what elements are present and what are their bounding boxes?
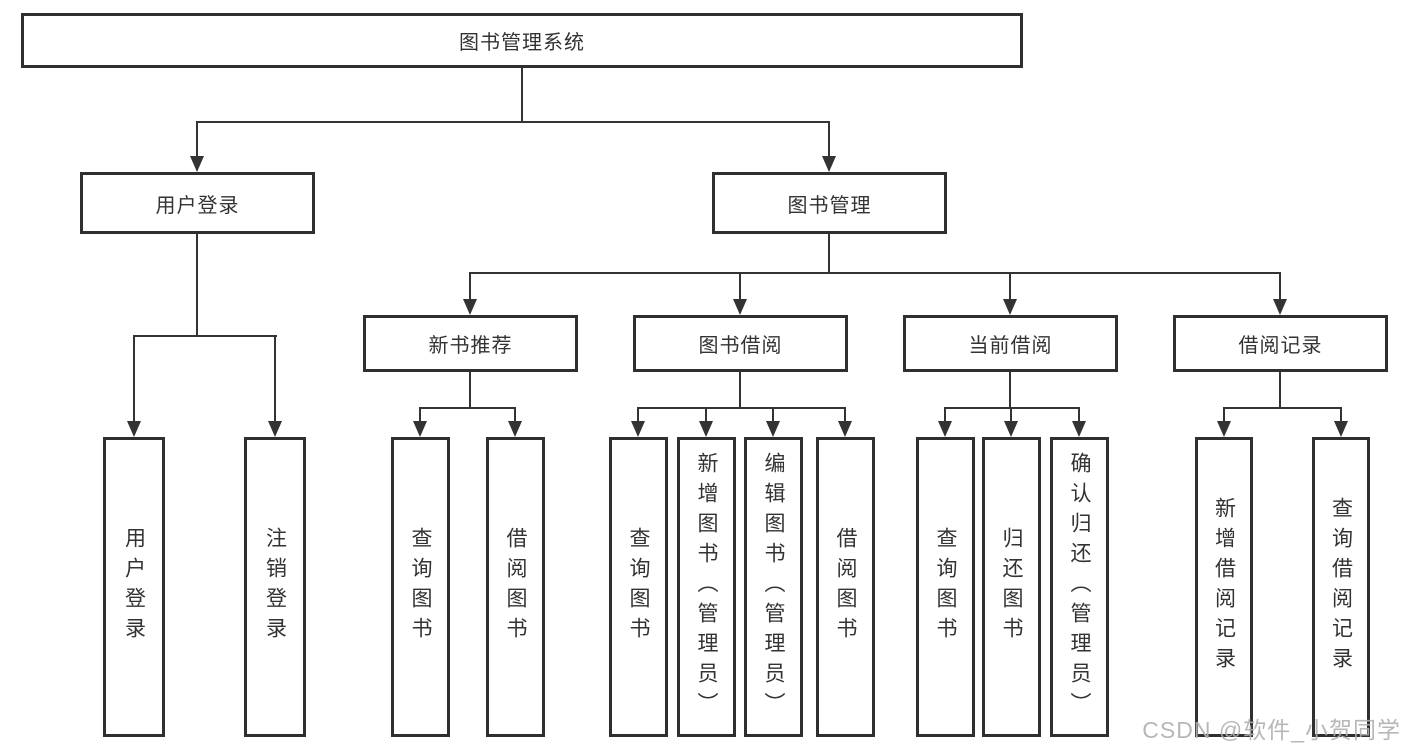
arrow-down-icon [463, 299, 477, 315]
connector-line [1010, 407, 1012, 423]
connector-line [944, 407, 1080, 409]
node-label: 用户登录 [122, 527, 146, 647]
arrow-down-icon [127, 421, 141, 437]
node-new-book-recommend: 新书推荐 [363, 315, 578, 372]
node-label: 借阅图书 [504, 527, 527, 647]
connector-line [196, 121, 198, 158]
node-label: 确认归还（管理员） [1068, 452, 1091, 722]
node-leaf-edit-book-admin: 编辑图书（管理员） [744, 437, 803, 737]
node-book-management: 图书管理 [712, 172, 947, 234]
node-label: 借阅记录 [1238, 335, 1323, 357]
node-label: 当前借阅 [968, 335, 1053, 357]
node-label: 借阅图书 [834, 527, 857, 647]
node-book-borrowing: 图书借阅 [633, 315, 848, 372]
connector-line [1279, 372, 1281, 409]
node-label: 查询图书 [627, 527, 650, 647]
node-leaf-borrow-book-1: 借阅图书 [486, 437, 545, 737]
node-user-login-branch: 用户登录 [80, 172, 315, 234]
connector-line [469, 272, 1281, 274]
connector-line [1009, 272, 1011, 303]
connector-line [844, 407, 846, 423]
node-current-borrowing: 当前借阅 [903, 315, 1118, 372]
connector-line [469, 372, 471, 409]
arrow-down-icon [1072, 421, 1086, 437]
arrow-down-icon [733, 299, 747, 315]
connector-line [133, 335, 135, 423]
node-label: 图书管理系统 [459, 32, 585, 54]
node-leaf-user-login: 用户登录 [103, 437, 165, 737]
node-label: 图书借阅 [698, 335, 783, 357]
connector-line [1279, 272, 1281, 303]
connector-line [1340, 407, 1342, 423]
connector-line [637, 407, 846, 409]
node-label: 图书管理 [787, 194, 872, 217]
connector-line [514, 407, 516, 423]
node-label: 用户登录 [155, 194, 240, 217]
connector-line [419, 407, 421, 423]
arrow-down-icon [699, 421, 713, 437]
arrow-down-icon [822, 156, 836, 172]
node-leaf-query-book-1: 查询图书 [391, 437, 450, 737]
node-leaf-query-book-2: 查询图书 [609, 437, 668, 737]
connector-line [739, 372, 741, 409]
connector-line [1078, 407, 1080, 423]
node-leaf-logout: 注销登录 [244, 437, 306, 737]
connector-line [419, 407, 516, 409]
node-label: 查询图书 [934, 527, 957, 647]
connector-line [469, 272, 471, 303]
connector-line [274, 335, 276, 423]
arrow-down-icon [766, 421, 780, 437]
arrow-down-icon [1004, 421, 1018, 437]
node-leaf-borrow-book-2: 借阅图书 [816, 437, 875, 737]
node-label: 新增图书（管理员） [695, 452, 718, 722]
connector-line [944, 407, 946, 423]
node-label: 查询图书 [409, 527, 432, 647]
connector-line [1223, 407, 1342, 409]
node-leaf-return-book: 归还图书 [982, 437, 1041, 737]
connector-line [196, 234, 198, 337]
connector-line [637, 407, 639, 423]
connector-line [1223, 407, 1225, 423]
node-label: 新书推荐 [428, 335, 513, 357]
node-label: 编辑图书（管理员） [762, 452, 785, 722]
node-label: 查询借阅记录 [1329, 497, 1353, 677]
arrow-down-icon [631, 421, 645, 437]
arrow-down-icon [1003, 299, 1017, 315]
watermark-text: CSDN @软件_小贺同学 [1142, 717, 1401, 743]
connector-line [705, 407, 707, 423]
node-leaf-query-book-3: 查询图书 [916, 437, 975, 737]
arrow-down-icon [1273, 299, 1287, 315]
connector-line [828, 121, 830, 158]
arrow-down-icon [190, 156, 204, 172]
node-label: 归还图书 [1000, 527, 1023, 647]
connector-line [196, 121, 830, 123]
arrow-down-icon [838, 421, 852, 437]
connector-line [133, 335, 277, 337]
arrow-down-icon [1217, 421, 1231, 437]
node-leaf-add-book-admin: 新增图书（管理员） [677, 437, 736, 737]
connector-line [521, 68, 523, 123]
node-label: 注销登录 [263, 527, 287, 647]
arrow-down-icon [1334, 421, 1348, 437]
connector-line [1009, 372, 1011, 409]
connector-line [828, 234, 830, 274]
node-leaf-confirm-return-admin: 确认归还（管理员） [1050, 437, 1109, 737]
connector-line [739, 272, 741, 303]
node-library-system: 图书管理系统 [21, 13, 1023, 68]
node-label: 新增借阅记录 [1212, 497, 1236, 677]
arrow-down-icon [268, 421, 282, 437]
arrow-down-icon [413, 421, 427, 437]
node-leaf-query-borrow-record: 查询借阅记录 [1312, 437, 1370, 737]
node-borrowing-records: 借阅记录 [1173, 315, 1388, 372]
node-leaf-add-borrow-record: 新增借阅记录 [1195, 437, 1253, 737]
arrow-down-icon [508, 421, 522, 437]
connector-line [772, 407, 774, 423]
arrow-down-icon [938, 421, 952, 437]
